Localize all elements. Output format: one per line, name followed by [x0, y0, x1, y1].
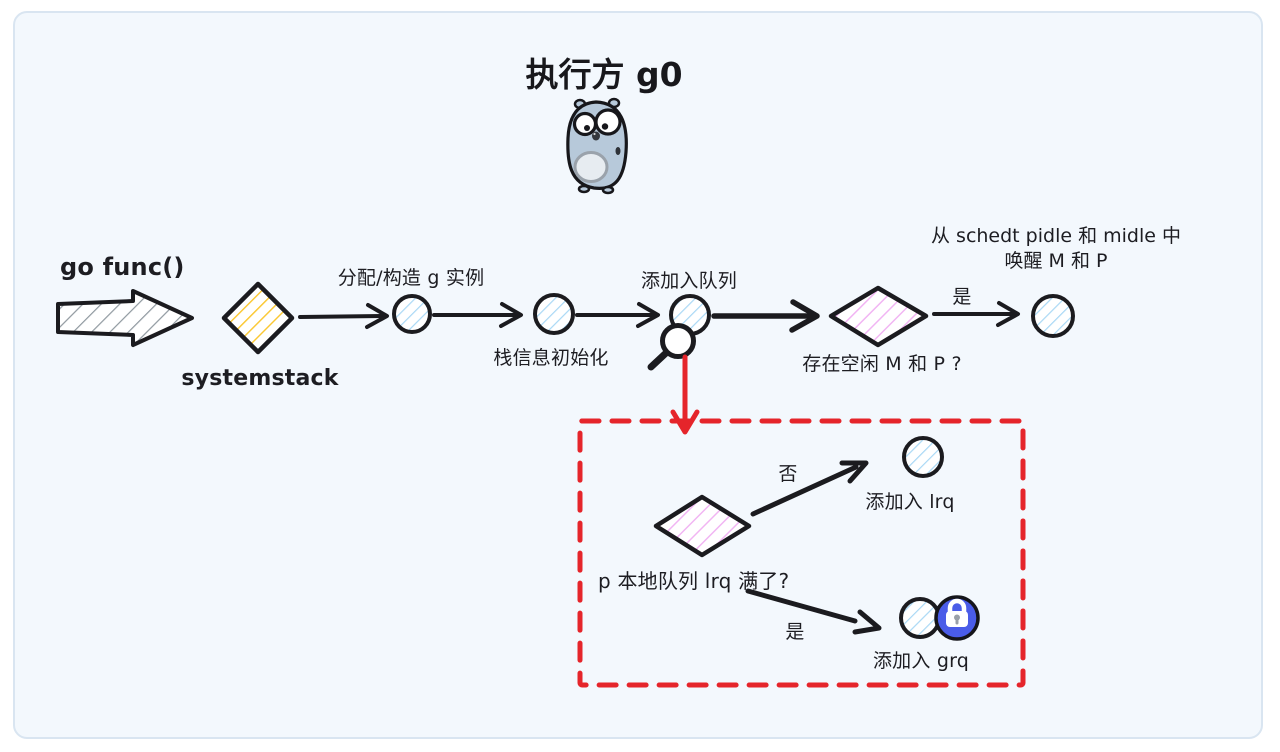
lock-icon	[934, 595, 980, 641]
arrow-alloc-to-stackinit	[432, 302, 523, 328]
yes-main-label: 是	[952, 286, 972, 308]
arrow-no-to-lrq	[750, 460, 869, 517]
page-title: 执行方 g0	[525, 55, 683, 94]
gopher-mascot-icon	[566, 97, 628, 195]
alloc-step-node	[392, 294, 432, 334]
go-func-label: go func()	[60, 253, 185, 281]
systemstack-diamond	[221, 281, 295, 355]
arrow-enqueue-to-idlecheck	[711, 299, 820, 333]
arrow-yes-to-wake	[932, 301, 1020, 327]
lrq-full-question-label: p 本地队列 lrq 满了?	[598, 569, 790, 593]
stack-init-step-node	[533, 293, 575, 335]
wake-mp-line1: 从 schedt pidle 和 midle 中	[931, 225, 1181, 247]
idle-mp-question-label: 存在空闲 M 和 P ?	[802, 353, 962, 375]
diagram-card	[13, 11, 1263, 739]
arrow-stackinit-to-enqueue	[575, 302, 660, 328]
alloc-label: 分配/构造 g 实例	[337, 267, 485, 289]
add-lrq-label: 添加入 lrq	[865, 491, 955, 513]
wake-mp-line2: 唤醒 M 和 P	[1004, 250, 1108, 272]
arrow-systemstack-to-alloc	[298, 303, 389, 329]
add-grq-label: 添加入 grq	[872, 650, 970, 672]
magnifier-icon	[647, 323, 696, 371]
wake-step-node	[1031, 294, 1075, 338]
stack-init-label: 栈信息初始化	[493, 347, 609, 369]
grq-node	[899, 597, 941, 639]
detail-dashed-box	[577, 418, 1026, 688]
no-label: 否	[778, 463, 798, 485]
arrow-yes-to-grq	[745, 588, 882, 635]
lrq-node	[902, 436, 944, 478]
wake-mp-label: 从 schedt pidle 和 midle 中 唤醒 M 和 P	[931, 224, 1181, 274]
idle-mp-decision-diamond	[828, 285, 929, 348]
systemstack-label: systemstack	[181, 366, 339, 391]
enqueue-label: 添加入队列	[640, 270, 738, 292]
yes-detail-label: 是	[785, 621, 805, 643]
go-func-block-arrow-icon	[56, 289, 194, 347]
lrq-full-decision-diamond	[653, 494, 752, 558]
